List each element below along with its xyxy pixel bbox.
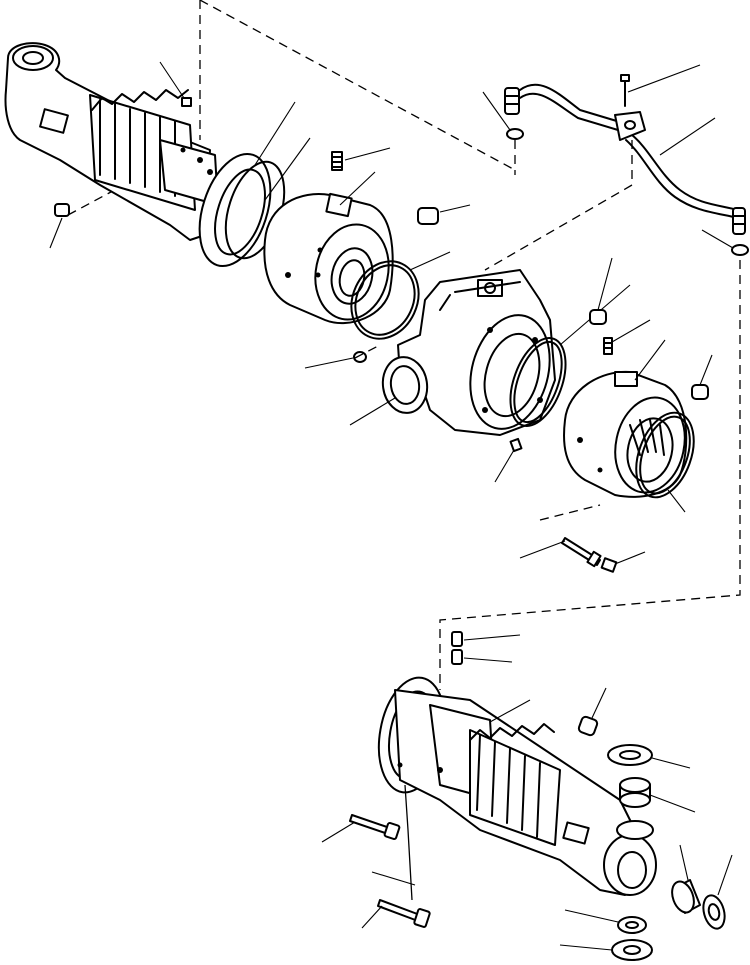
grease-fitting-1 — [451, 631, 521, 647]
tube-assembly — [519, 64, 739, 219]
axle-housing-right-end — [377, 676, 657, 896]
seal-ring-1 — [198, 101, 311, 268]
washer-lower-b — [559, 939, 653, 961]
bolt-tube — [620, 74, 630, 107]
elbow-fitting-left — [504, 87, 520, 115]
washer-lower-right — [702, 854, 733, 930]
carrier-housing-left — [263, 171, 394, 325]
plug-lower — [577, 687, 607, 737]
nut — [600, 551, 646, 573]
differential-case — [349, 269, 556, 436]
grease-fitting-2 — [451, 649, 513, 665]
breather-fitting-right — [603, 319, 651, 355]
bushing-lower — [671, 844, 701, 914]
vent-plug — [159, 61, 192, 107]
plug-left — [49, 203, 70, 249]
breather-fitting — [331, 147, 391, 171]
small-seal — [304, 351, 367, 369]
plug-right-upper — [589, 257, 613, 325]
carrier-housing-right — [563, 339, 688, 498]
bolt-guide-line — [404, 784, 413, 901]
washer-tube-left — [482, 91, 524, 140]
washer-tube-right — [701, 229, 749, 256]
shaft-pin — [519, 537, 602, 568]
plug-carrier — [417, 204, 471, 225]
pin — [494, 437, 523, 483]
washer-upper — [607, 744, 691, 769]
ring-gear-seal — [635, 411, 695, 513]
axle-housing-left-end — [4, 42, 219, 241]
elbow-fitting-right — [732, 207, 746, 235]
plug-right — [691, 354, 713, 400]
bolt-2 — [361, 871, 431, 929]
bushing-upper — [619, 777, 696, 813]
o-ring-large — [350, 251, 451, 340]
washer-lower-a — [564, 909, 647, 934]
bolt-1 — [321, 814, 401, 843]
